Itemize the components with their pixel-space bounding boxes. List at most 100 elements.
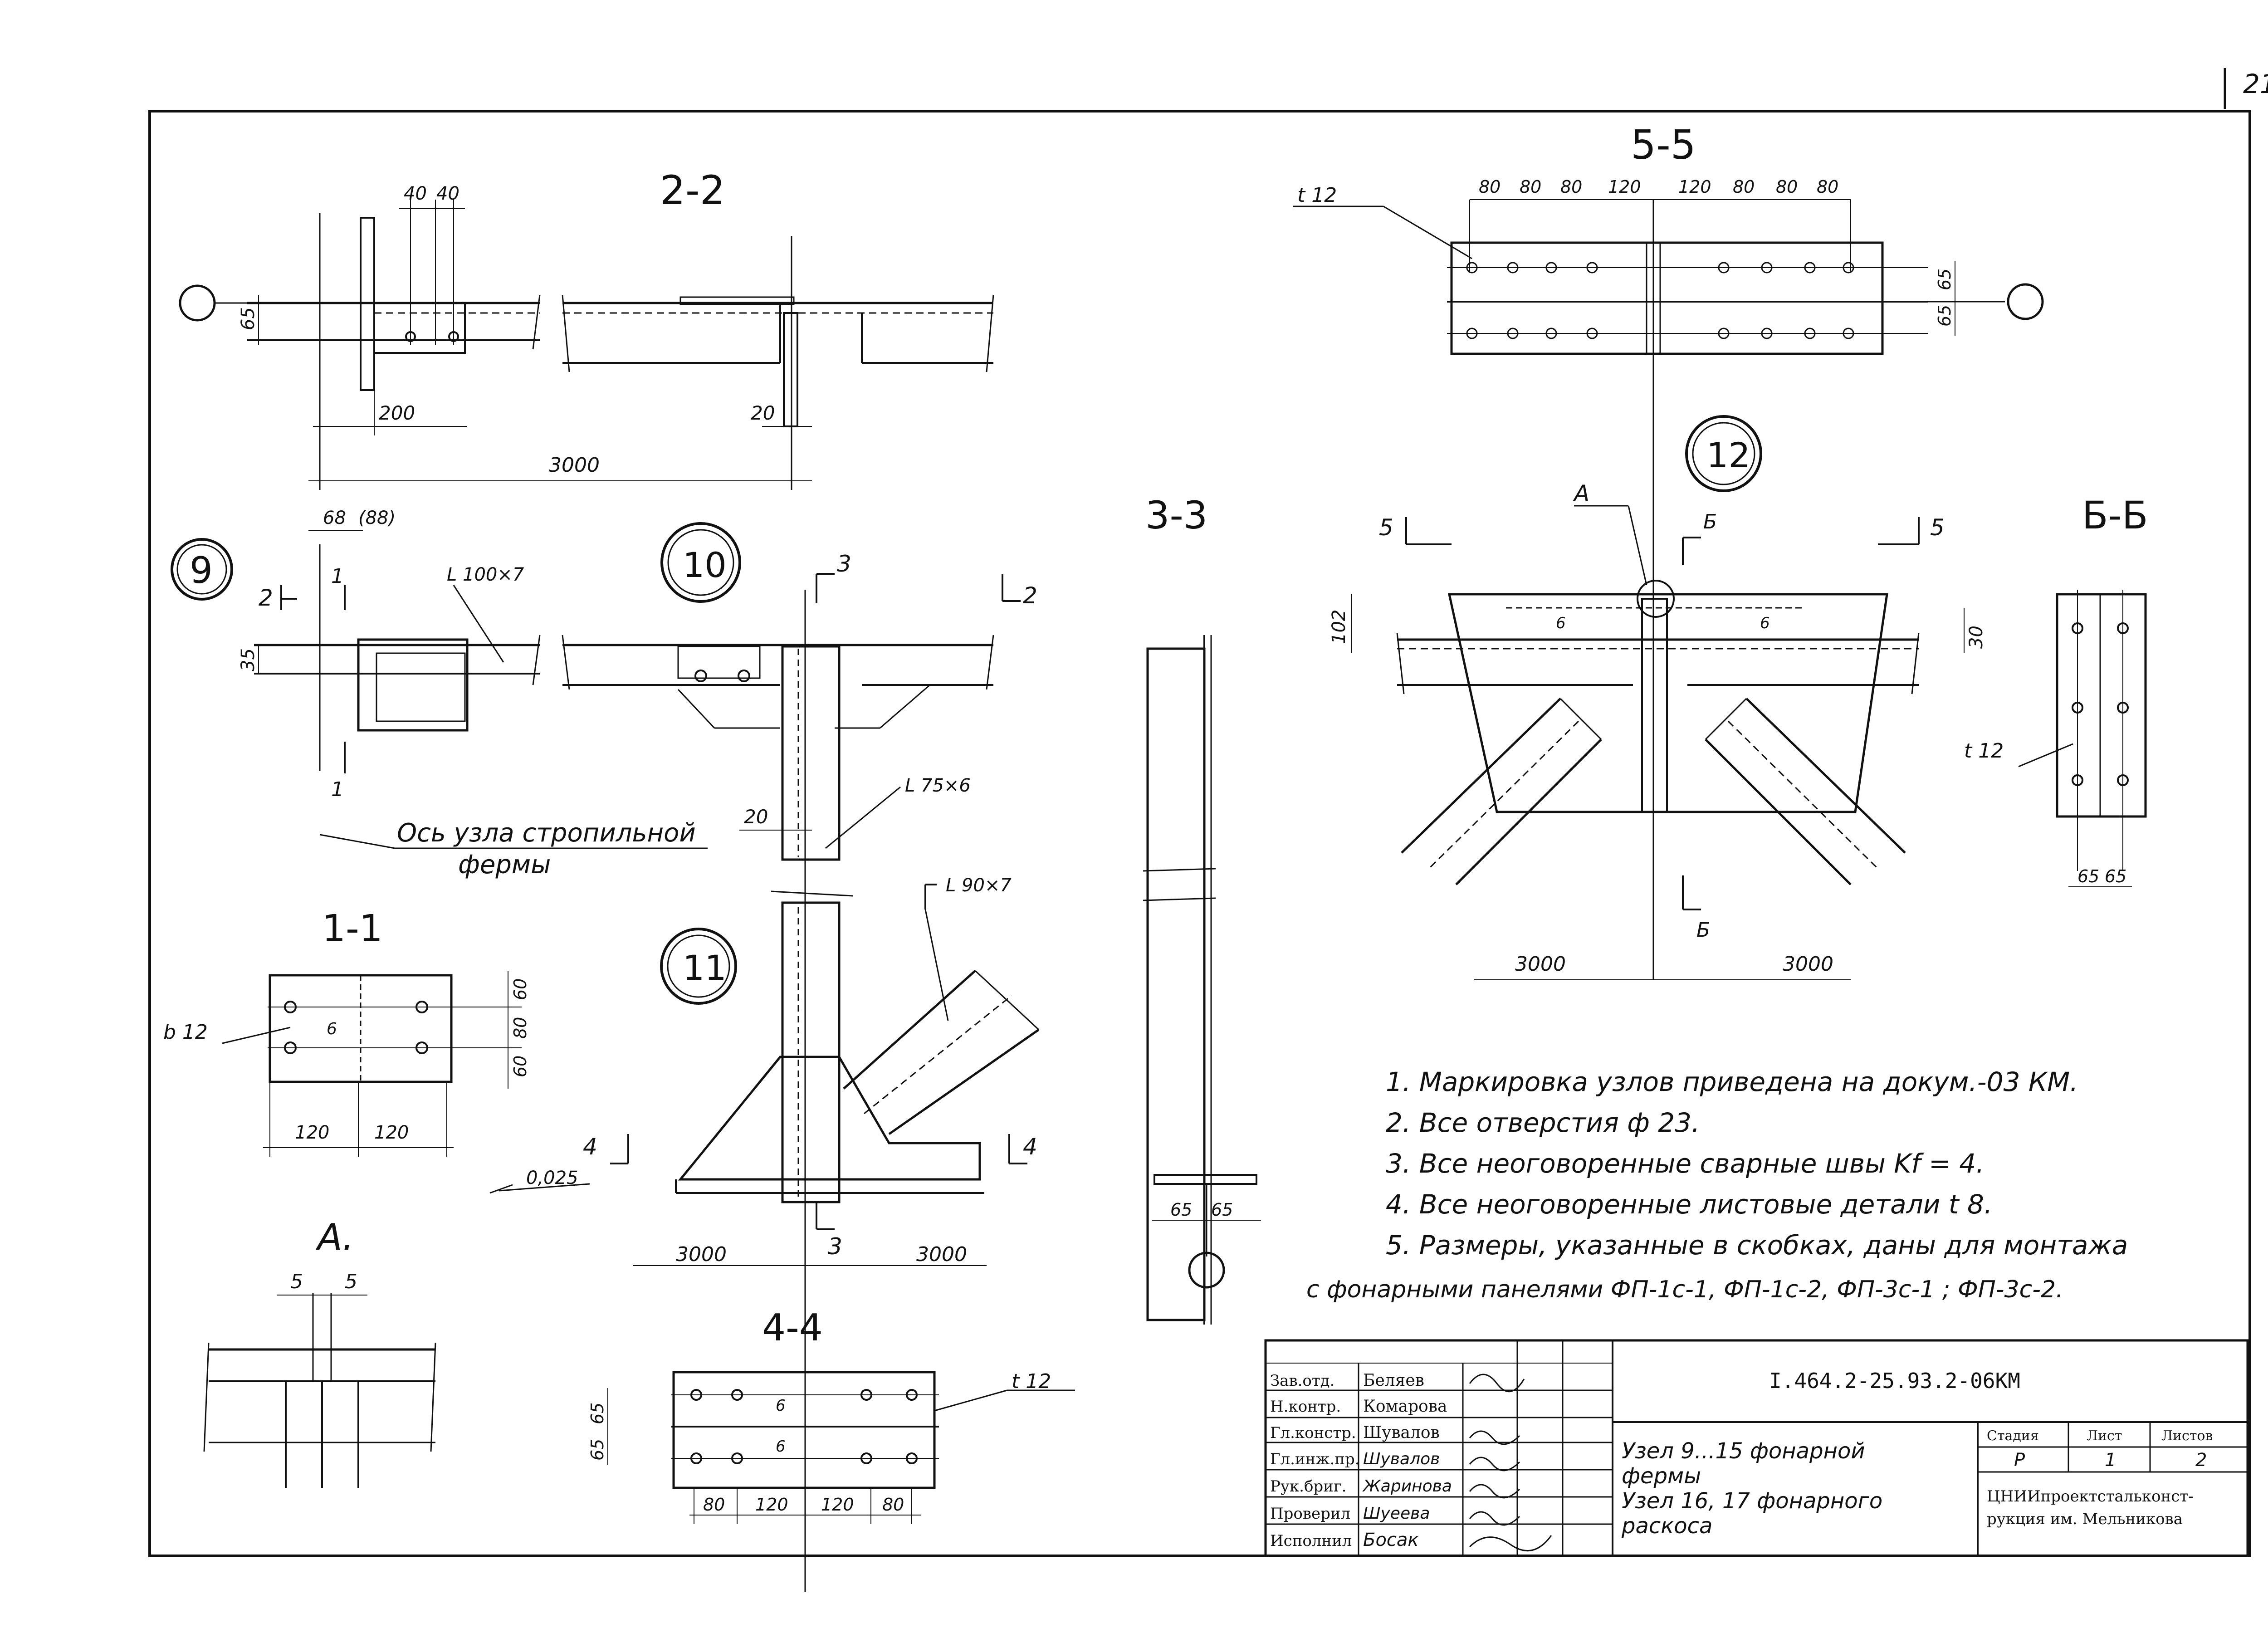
dim-65-b-b-b: 65 (2105, 866, 2126, 886)
dim-65-4-4-a: 65 (587, 1403, 607, 1424)
dim-80-5-5-4: 80 (1733, 177, 1755, 197)
section-title-5-5: 5-5 (1631, 122, 1696, 168)
node-bubble-11 (660, 928, 737, 1005)
section-3-3: 3-3 65 65 (1143, 493, 1261, 1325)
cut-mark-3-top: 3 (837, 551, 851, 577)
role-1: Н.контр. (1270, 1398, 1341, 1416)
drawing-title-1: Узел 9...15 фонарной (1622, 1438, 1865, 1464)
stage-value: Р (2014, 1450, 2025, 1471)
section-1-1: 1-1 60 80 60 6 b 12 120 120 (163, 907, 530, 1157)
dim-80-5-5-1: 80 (1479, 177, 1501, 197)
name-0: Беляев (1363, 1371, 1424, 1390)
doc-code: I.464.2-25.93.2-06КМ (1769, 1369, 2020, 1393)
org-line-2: рукция им. Мельникова (1987, 1510, 2183, 1528)
section-2-2: 2-2 40 40 65 200 (179, 167, 994, 531)
dim-3000-n11-left: 3000 (676, 1243, 727, 1266)
cut-mark-1-top: 1 (331, 565, 344, 588)
dim-6-4-4-a: 6 (776, 1397, 786, 1415)
dim-80-4-4-a: 80 (703, 1495, 725, 1515)
cut-mark-5-right: 5 (1930, 514, 1945, 541)
dim-120-5-5-1: 120 (1608, 177, 1641, 197)
dim-88: (88) (358, 508, 396, 528)
sheets-value: 2 (2195, 1450, 2207, 1471)
role-3: Гл.инж.пр. (1270, 1450, 1360, 1468)
node-bubble-12 (1685, 415, 1762, 492)
dim-3000-top: 3000 (549, 454, 600, 477)
cut-mark-b-top: Б (1703, 510, 1717, 533)
dim-65-b-b-a: 65 (2077, 866, 2099, 886)
cut-mark-4-left: 4 (583, 1134, 597, 1160)
dim-80-1-1: 80 (510, 1017, 530, 1039)
node-label-12: 12 (1706, 435, 1750, 475)
plate-label-t12-5-5: t 12 (1297, 184, 1337, 207)
cut-mark-b-bottom: Б (1696, 919, 1710, 942)
dim-60-bottom: 60 (510, 1056, 530, 1077)
drawing-title-3: Узел 16, 17 фонарного (1622, 1488, 1882, 1514)
name-3: Шувалов (1363, 1450, 1440, 1468)
section-title-4-4: 4-4 (762, 1306, 823, 1349)
dim-3000-n11-right: 3000 (916, 1243, 967, 1266)
name-1: Комарова (1363, 1397, 1447, 1416)
plate-label-t12-b-b: t 12 (1964, 739, 2004, 763)
dim-6-4-4-b: 6 (776, 1437, 786, 1456)
dim-20-top: 20 (751, 402, 775, 424)
name-6: Босак (1363, 1530, 1419, 1550)
dim-6-n12-a: 6 (1556, 614, 1566, 632)
sheet-value: 1 (2105, 1450, 2116, 1471)
node-11: 11 L 90×7 4 4 0,025 3 3000 (489, 875, 1040, 1266)
page-number: 21 (2243, 68, 2268, 99)
note-2: 2. Все отверстия ф 23. (1386, 1107, 1700, 1138)
drawing-border (148, 110, 2251, 1557)
dim-30: 30 (1966, 626, 1987, 649)
dim-40-b: 40 (436, 183, 459, 204)
section-a: А. 5 5 (203, 1216, 436, 1488)
name-4: Жаринова (1362, 1477, 1452, 1496)
role-5: Проверил (1270, 1505, 1350, 1523)
cut-mark-2-right: 2 (1023, 582, 1037, 609)
dim-80-5-5-2: 80 (1520, 177, 1541, 197)
note-1: 1. Маркировка узлов приведена на докум.-… (1386, 1066, 2078, 1097)
node-label-10: 10 (683, 545, 727, 585)
profile-label-100x7: L 100×7 (447, 564, 524, 585)
cut-mark-1-bottom: 1 (331, 778, 344, 801)
dim-80-5-5-5: 80 (1776, 177, 1798, 197)
section-title-1-1: 1-1 (322, 907, 383, 950)
dim-65-3-3-b: 65 (1211, 1200, 1233, 1220)
axis-note-line-1: Ось узла стропильной (397, 818, 696, 848)
dim-65-5-5-b: 65 (1935, 305, 1955, 327)
dim-68: 68 (323, 508, 346, 528)
dim-3000-n12-right: 3000 (1783, 953, 1833, 976)
cut-mark-2-left: 2 (259, 585, 273, 611)
note-5-cont: с фонарными панелями ФП-1с-1, ФП-1с-2, Ф… (1306, 1276, 2063, 1303)
title-block: Зав.отд. Н.контр. Гл.констр. Гл.инж.пр. … (1264, 1339, 2249, 1557)
section-b-b: Б-Б t 12 65 65 (1964, 493, 2148, 887)
dim-65-3-3-a: 65 (1170, 1200, 1192, 1220)
dim-120-4-4-a: 120 (755, 1495, 788, 1515)
section-4-4: 4-4 6 6 65 65 t 12 80 120 120 80 (587, 1306, 1075, 1524)
drawing-title-2: фермы (1622, 1463, 1701, 1489)
dim-35: 35 (238, 648, 259, 671)
section-title-b-b: Б-Б (2082, 493, 2148, 538)
node-bubble-9 (171, 538, 233, 601)
role-4: Рук.бриг. (1270, 1477, 1346, 1496)
section-5-5: 5-5 80 80 80 120 120 80 80 80 t 12 65 65 (1293, 122, 2044, 531)
dim-120-1-1-a: 120 (295, 1122, 329, 1143)
dim-65-2-2: 65 (238, 307, 259, 330)
profile-label-75x6: L 75×6 (905, 775, 971, 796)
node-12: 12 А 5 5 Б Б (1329, 415, 1987, 980)
dim-120-5-5-2: 120 (1678, 177, 1711, 197)
sheets-header: Листов (2161, 1428, 2213, 1444)
profile-label-90x7: L 90×7 (946, 875, 1012, 896)
cut-mark-3-bottom: 3 (828, 1233, 842, 1260)
dim-5-right: 5 (345, 1270, 357, 1293)
axis-note-line-2: фермы (458, 850, 551, 880)
dim-3000-n12-left: 3000 (1515, 953, 1566, 976)
note-5: 5. Размеры, указанные в скобках, даны дл… (1386, 1230, 2128, 1261)
name-2: Шувалов (1363, 1423, 1440, 1442)
dim-80-5-5-6: 80 (1817, 177, 1838, 197)
axis-bubble-bottom (1188, 1252, 1225, 1289)
slope-label: 0,025 (526, 1168, 578, 1188)
axis-bubble-right (2007, 283, 2044, 320)
sheet-header: Лист (2087, 1428, 2122, 1444)
